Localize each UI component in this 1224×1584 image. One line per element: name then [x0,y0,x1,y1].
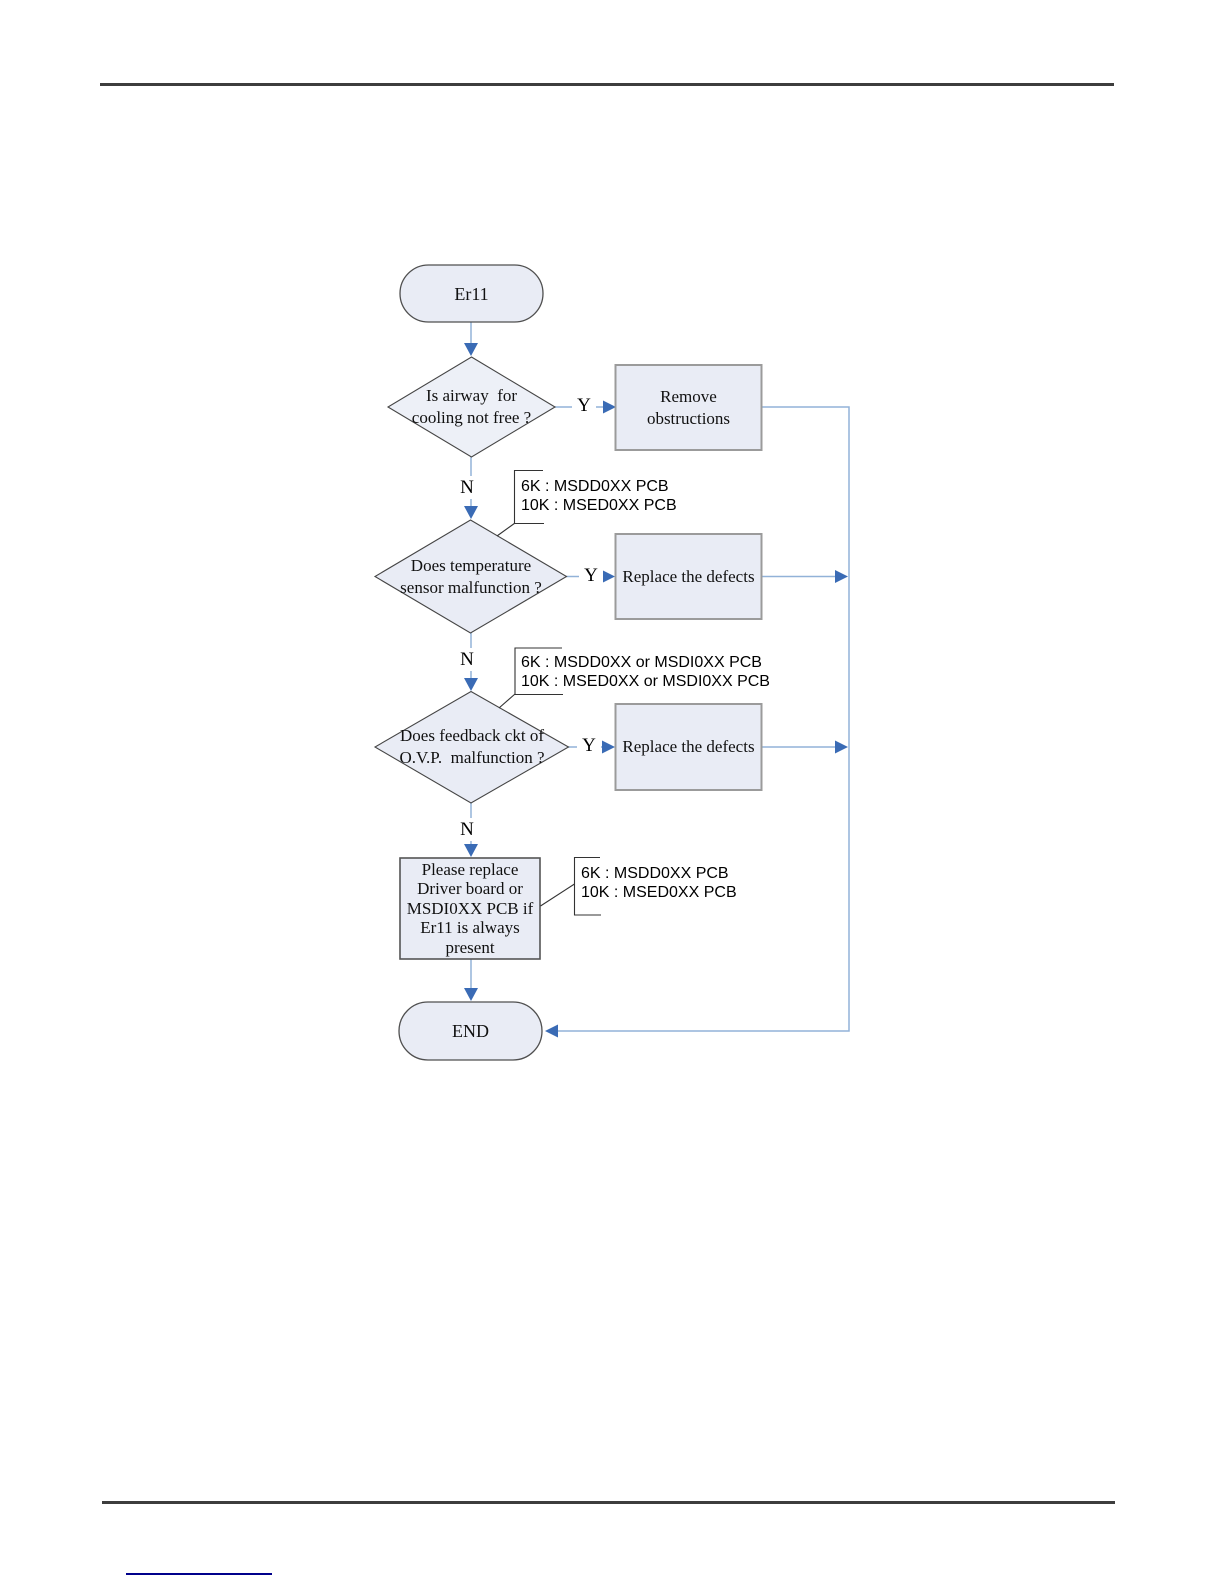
annotation2-bracket [514,647,563,696]
footnote-separator [126,1573,272,1575]
decision2-label: Does temperature sensor malfunction ? [400,555,542,597]
annotation3-leader [540,883,575,907]
annotation3-text: 6K : MSDD0XX PCB 10K : MSED0XX PCB [581,865,737,901]
annotation1-leader [496,522,516,537]
decision2-shape [373,519,568,634]
process-box-shape [399,857,541,960]
annotation2-leader [498,693,516,709]
arrowhead-merge2-into-rail [835,570,848,583]
decision3-shape [373,690,570,804]
action1-shape [614,364,763,451]
arrowhead-into-decision3 [464,678,478,691]
arrowhead-into-decision2 [464,506,478,519]
branch-yes1-label: Y [572,394,596,418]
arrowhead-into-end-top [464,988,478,1001]
footer-rule [102,1501,1115,1504]
arrowhead-into-action3 [602,740,615,754]
branch-no1-label: N [456,476,478,499]
end-terminal-shape [398,1001,543,1061]
annotation2-text: 6K : MSDD0XX or MSDI0XX PCB 10K : MSED0X… [521,654,770,690]
end-terminal-label: END [452,1021,489,1041]
action2-label: Replace the defects [622,566,755,586]
action2-shape [614,533,763,620]
annotation1-bracket [513,469,544,525]
arrowhead-into-process [464,844,478,857]
arrowhead-into-action2 [602,570,615,583]
action3-shape [614,703,763,791]
action1-label: Remove obstructions [646,386,731,428]
annotation1-text: 6K : MSDD0XX PCB 10K : MSED0XX PCB [521,478,677,514]
arrowhead-merge3-into-rail [835,740,848,754]
branch-yes3-label: Y [577,734,601,758]
start-terminal-label: Er11 [454,283,489,304]
header-rule [100,83,1114,86]
connector-return-rail [548,406,850,1032]
start-terminal-shape [399,264,544,323]
process-box-label: Please replace Driver board or MSDI0XX P… [406,859,534,957]
branch-yes2-label: Y [579,564,603,588]
annotation3-bracket [573,856,601,916]
arrowhead-into-end-right [545,1024,558,1038]
branch-no2-label: N [456,648,478,671]
decision3-label: Does feedback ckt of O.V.P. malfunction … [399,726,545,767]
decision1-shape [386,356,557,458]
branch-no3-label: N [456,818,478,841]
arrowhead-into-decision1 [464,343,478,356]
action3-label: Replace the defects [622,737,755,756]
decision1-label: Is airway for cooling not free ? [411,386,532,427]
arrowhead-into-action1 [603,400,616,414]
